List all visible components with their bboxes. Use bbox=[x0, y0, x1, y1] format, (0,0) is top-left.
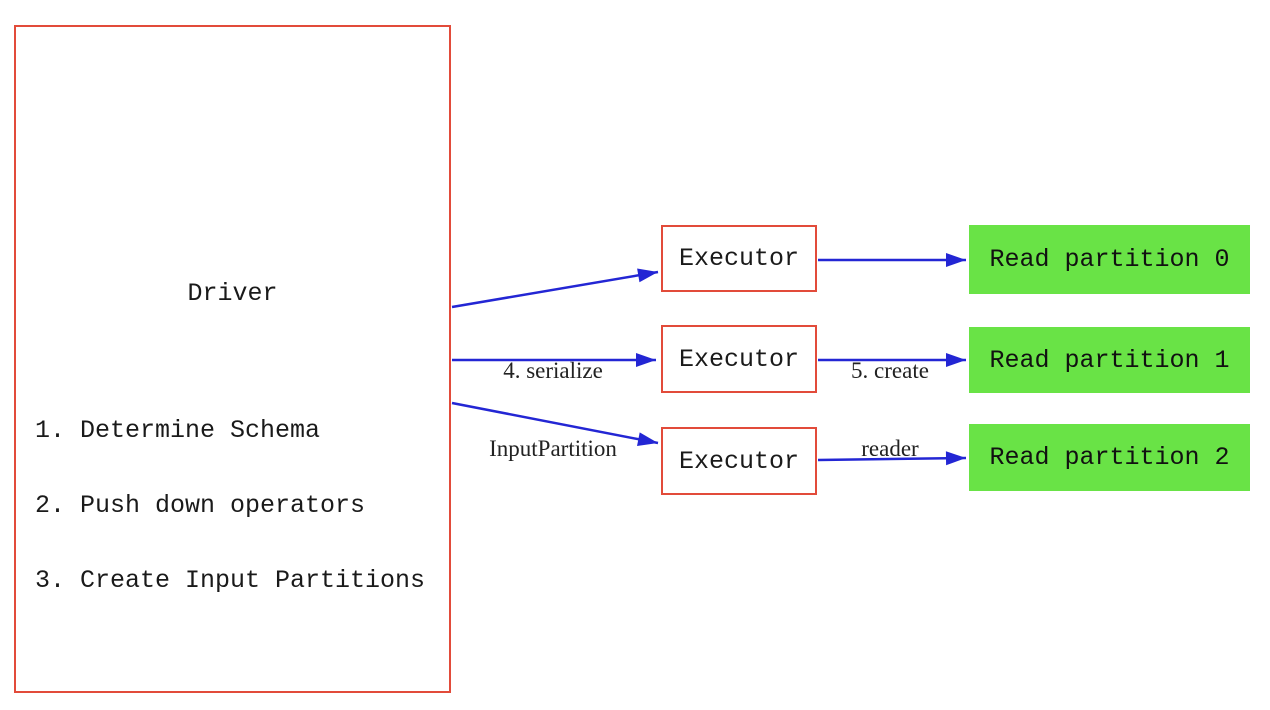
serialize-label-line2: InputPartition bbox=[489, 436, 617, 461]
executor-1-label: Executor bbox=[678, 244, 800, 273]
serialize-label-line1: 4. serialize bbox=[503, 358, 603, 383]
driver-steps-list: 1. Determine Schema 2. Push down operato… bbox=[35, 368, 425, 643]
executor-box-2: Executor bbox=[661, 325, 817, 393]
read-partition-1-label: Read partition 1 bbox=[989, 345, 1230, 375]
read-partition-box-2: Read partition 2 bbox=[969, 424, 1250, 491]
executor-box-3: Executor bbox=[661, 427, 817, 495]
executor-2-label: Executor bbox=[678, 344, 800, 374]
executor-3-label: Executor bbox=[678, 446, 800, 476]
create-reader-label-line2: reader bbox=[861, 436, 919, 461]
read-partition-box-0: Read partition 0 bbox=[969, 225, 1250, 294]
driver-step-1: 1. Determine Schema bbox=[35, 416, 321, 445]
serialize-input-partition-label: 4. serialize InputPartition bbox=[447, 306, 659, 514]
read-partition-box-1: Read partition 1 bbox=[969, 327, 1250, 393]
read-partition-0-label: Read partition 0 bbox=[989, 245, 1230, 274]
executor-box-1: Executor bbox=[661, 225, 817, 292]
driver-step-2: 2. Push down operators bbox=[35, 491, 366, 520]
driver-box: Driver 1. Determine Schema 2. Push down … bbox=[14, 25, 451, 693]
driver-title: Driver bbox=[187, 279, 278, 308]
arrow-driver-to-executor-1 bbox=[451, 268, 659, 309]
create-reader-label-line1: 5. create bbox=[851, 358, 929, 383]
create-reader-label: 5. create reader bbox=[820, 306, 960, 514]
driver-step-3: 3. Create Input Partitions bbox=[35, 566, 426, 595]
read-partition-2-label: Read partition 2 bbox=[989, 443, 1230, 472]
